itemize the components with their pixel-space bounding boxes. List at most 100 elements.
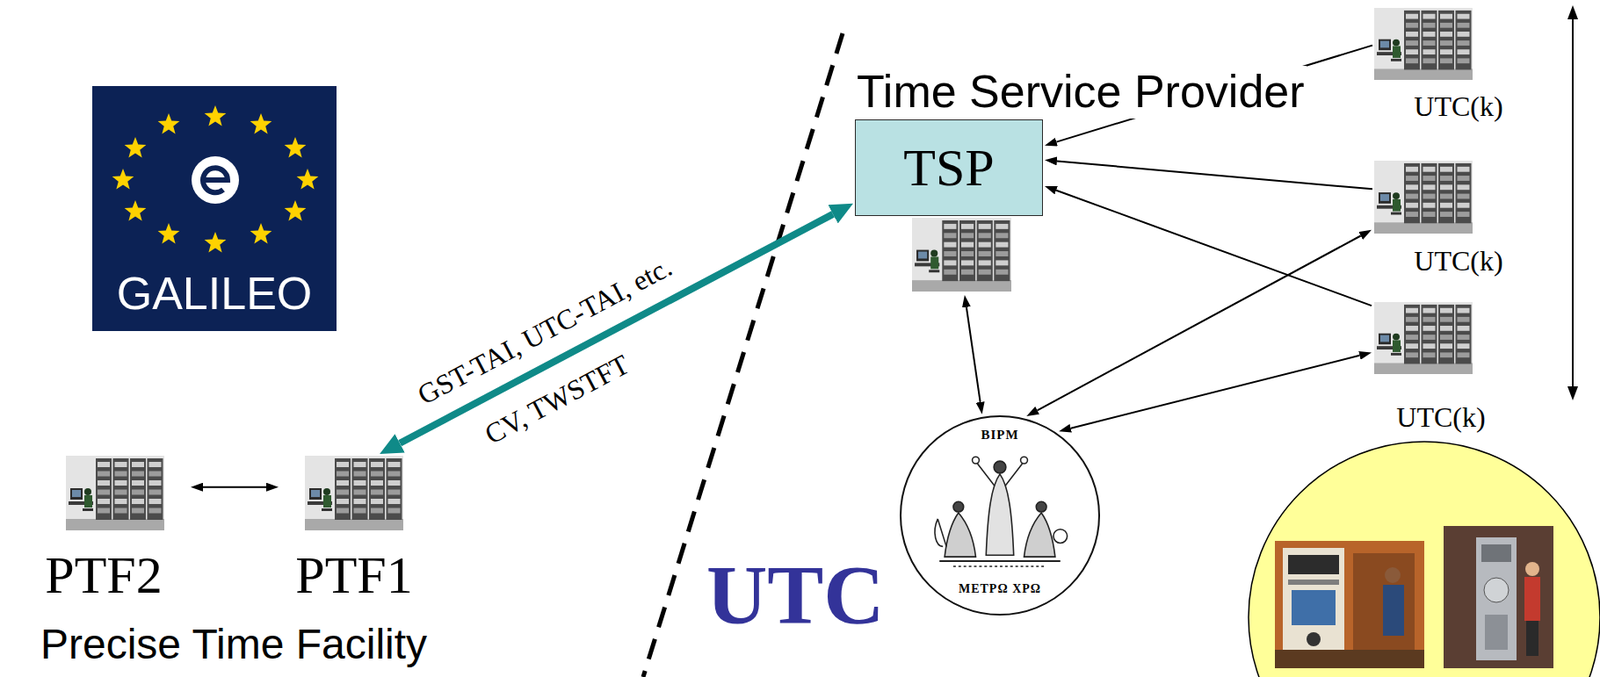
seal-figure [993, 461, 1007, 474]
rack-panel [1423, 184, 1436, 190]
photo-person [1384, 567, 1401, 584]
operator [1392, 45, 1401, 58]
rack-panel [943, 224, 956, 230]
logo-star [250, 223, 273, 245]
fountain-chamber [1484, 578, 1509, 603]
chair [1390, 212, 1402, 216]
fountain-part [1481, 544, 1512, 563]
seal-lyre [934, 519, 947, 547]
rack-panel [995, 269, 1008, 276]
seal-emblem [972, 456, 980, 464]
monitor-screen [311, 490, 320, 498]
rack-floor [912, 280, 1012, 292]
server-rack: PTF2 [65, 456, 165, 531]
rack-panel [1405, 175, 1419, 181]
logo-star [296, 168, 319, 190]
rack-panel [1405, 22, 1419, 29]
node-label: UTC(k) [1413, 90, 1503, 124]
photo-floor [1274, 650, 1425, 669]
chair [321, 508, 333, 512]
rack-panel [1423, 40, 1436, 46]
chair [928, 269, 940, 273]
rack-panel [978, 232, 992, 239]
rack-backdrop [65, 456, 165, 531]
rack-panel [1423, 308, 1436, 314]
rack-panel [1423, 49, 1436, 55]
rack-panel [354, 490, 367, 496]
rack-floor [1374, 362, 1473, 375]
rack-panel [149, 480, 162, 486]
rack-panel [1423, 166, 1436, 173]
operator [84, 488, 92, 496]
rack-backdrop [912, 217, 1012, 292]
logo-star [284, 200, 307, 222]
operator [1392, 39, 1400, 47]
rack-cabinet [1455, 10, 1472, 71]
logo-star [158, 223, 181, 245]
rack-panel [1405, 194, 1419, 200]
seal-figure [977, 463, 1022, 487]
rack-panel [1440, 202, 1453, 209]
rack-panel [1440, 194, 1453, 200]
server-rack: UTC(k) [1374, 160, 1473, 234]
clock-photo [1274, 541, 1425, 669]
rack-panel [1423, 202, 1436, 209]
rack-panel [131, 480, 145, 486]
rack-panel [961, 242, 974, 248]
rack-panel [1440, 352, 1453, 358]
rack-cabinet [1455, 163, 1472, 224]
rack-panel [1457, 194, 1470, 200]
photo-ground [1443, 526, 1554, 669]
rack-panel [1423, 211, 1436, 218]
rack-panel [1423, 175, 1436, 181]
rack-panel [131, 471, 145, 478]
rack-panel [1457, 175, 1470, 181]
rack-panel [1423, 57, 1436, 64]
logo-star [158, 113, 181, 135]
clock-callout-circle [1248, 441, 1600, 677]
seal-figures [934, 456, 1068, 567]
rack-panel [1440, 308, 1453, 314]
rack-panel [1440, 14, 1453, 20]
rack-panel [978, 224, 992, 230]
rack-cabinet [1421, 10, 1438, 71]
rack-panel [115, 499, 128, 505]
rack-panel [149, 471, 162, 478]
rack-panel [354, 499, 367, 505]
logo-star [204, 105, 227, 127]
rack-panel [943, 269, 956, 276]
rack-cabinet [993, 220, 1010, 282]
rack-cabinet [1421, 304, 1438, 365]
rack-cabinet [1438, 304, 1455, 365]
rack-icon [1374, 302, 1473, 375]
rack-panel [1457, 343, 1470, 349]
rack-panel [1440, 166, 1453, 173]
server-rack: PTF1 [304, 456, 404, 531]
rack-panel [943, 232, 956, 239]
rack-panel [370, 462, 384, 468]
rack-panel [149, 499, 162, 505]
rack-panel [336, 499, 349, 505]
logo-star [112, 168, 135, 190]
rack-cabinet [130, 458, 146, 521]
seal-emblem [1020, 456, 1029, 464]
seal-circle: BIPMΜΕΤΡΩ ΧΡΩ [899, 415, 1101, 616]
rack-panel [1405, 184, 1419, 190]
rack-panel [1457, 325, 1470, 332]
logo-e-mark [202, 167, 228, 193]
rack-panel [370, 508, 384, 515]
photo-person [1525, 562, 1540, 577]
link-arrow [202, 486, 267, 489]
fountain-photo [1443, 526, 1554, 669]
monitor [1378, 333, 1391, 346]
photo-ground [1274, 541, 1425, 669]
rack-panel [115, 490, 128, 496]
server-rack: UTC(k) [1374, 7, 1473, 80]
link-arrow [1071, 355, 1361, 429]
rack-panel [388, 499, 401, 505]
box-label: TSP [855, 137, 1043, 199]
seal-figure [985, 474, 1014, 556]
fountain-frame [1476, 537, 1517, 661]
operator [1392, 192, 1400, 200]
box-heading: Time Service Provider [854, 65, 1307, 119]
